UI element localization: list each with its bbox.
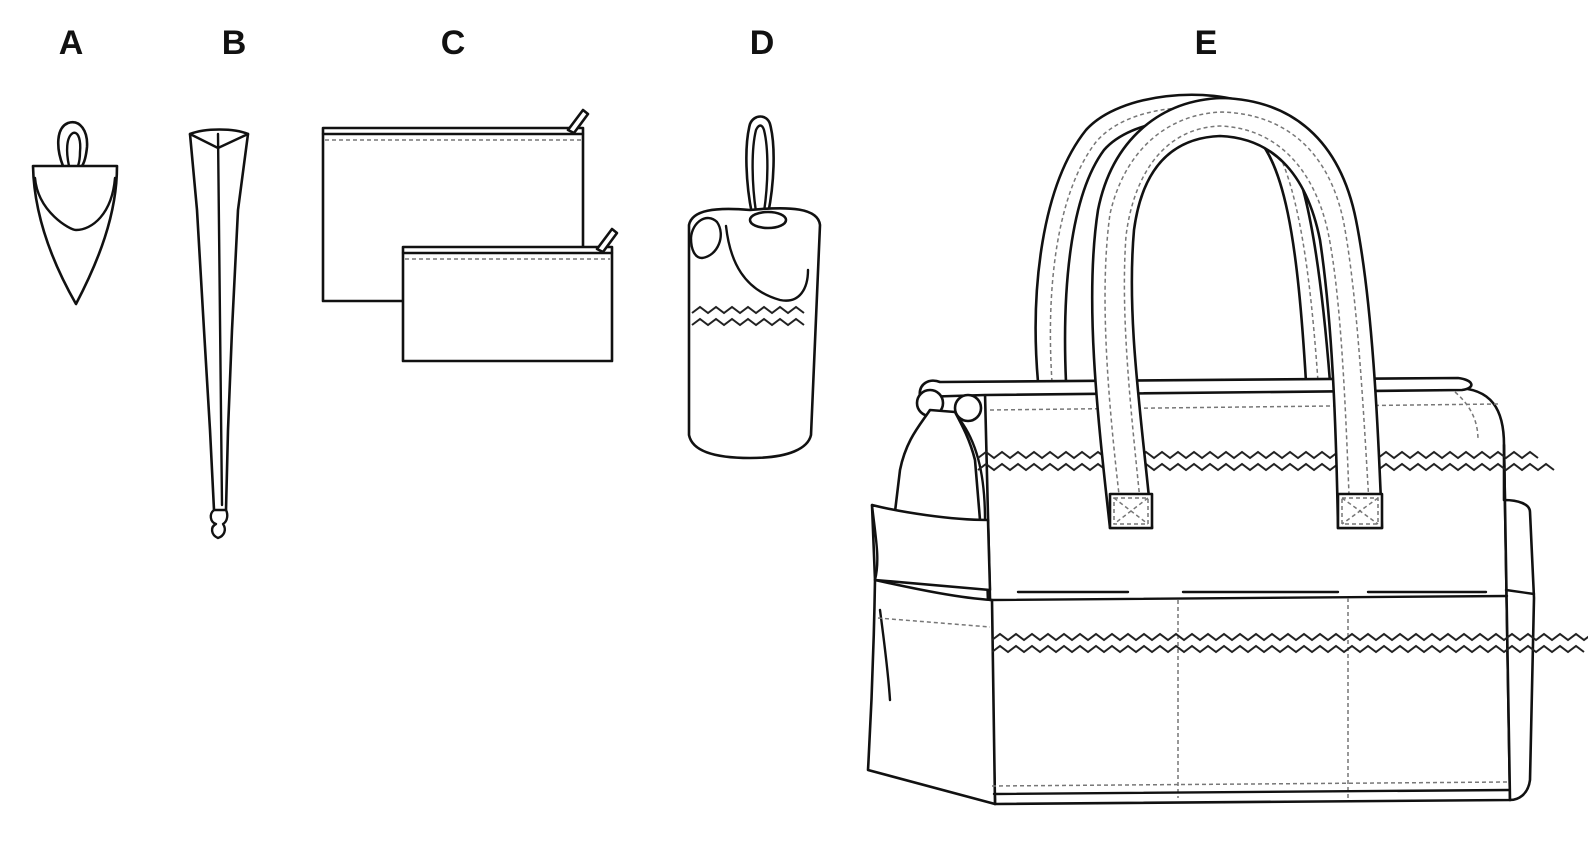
label-view-d: D	[749, 24, 775, 62]
bottle-holder-icon	[687, 115, 822, 460]
loop-pouch-icon	[31, 120, 119, 306]
label-view-c: C	[440, 24, 466, 62]
strap-tie-icon	[188, 128, 250, 540]
label-view-a: A	[58, 24, 84, 62]
zipper-pouches-icon	[321, 108, 619, 363]
tote-bag-icon	[866, 93, 1588, 806]
label-view-b: B	[221, 24, 247, 62]
label-view-e: E	[1194, 24, 1218, 62]
